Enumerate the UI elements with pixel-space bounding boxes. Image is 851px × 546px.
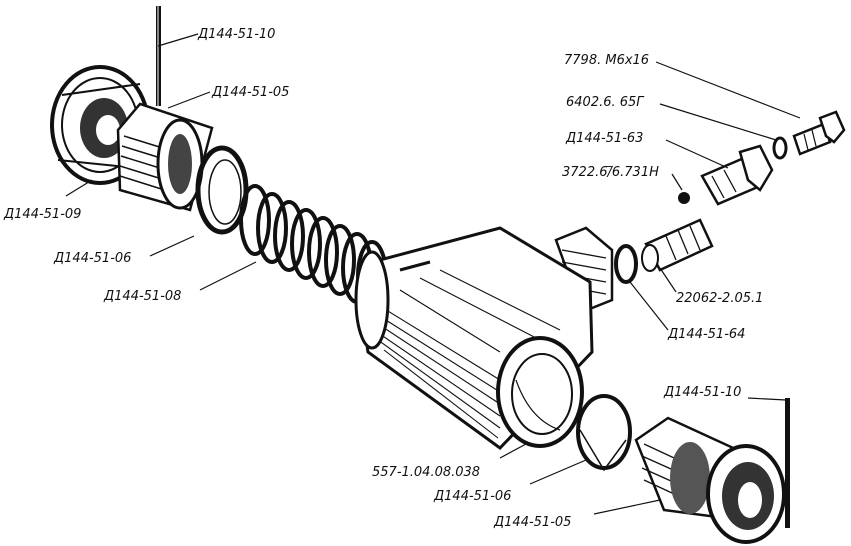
label-spring: Д144-51-08 <box>103 289 181 304</box>
fitting <box>641 218 714 272</box>
label-bolt: 7798. М6х16 <box>564 53 649 68</box>
label-bottom-ring: Д144-51-06 <box>433 489 511 504</box>
bolt <box>792 110 846 156</box>
housing <box>354 226 614 450</box>
label-fitting: 22062-2.05.1 <box>676 291 763 306</box>
label-bottom-bushing: Д144-51-05 <box>493 515 571 530</box>
upper-ring <box>195 145 249 235</box>
part-labels: Д144-51-10 Д144-51-05 Д144-51-09 Д144-51… <box>3 27 763 530</box>
ball <box>678 192 690 204</box>
label-spring-washer: 6402.6. 65Г <box>566 95 645 110</box>
label-ball: 3722.6/̅6.731Н <box>562 165 659 180</box>
seal-ring <box>614 244 638 284</box>
label-top-cap: Д144-51-09 <box>3 207 81 222</box>
lower-ring <box>576 394 632 472</box>
lower-end-cap <box>706 444 786 544</box>
upper-rod <box>156 6 161 106</box>
label-seal-ring: Д144-51-64 <box>667 327 745 342</box>
label-top-rod: Д144-51-10 <box>197 27 275 42</box>
upper-end-cap <box>50 65 150 185</box>
leader-lines <box>65 33 801 515</box>
screw <box>700 144 774 206</box>
label-housing: 557-1.04.08.038 <box>372 465 480 480</box>
label-top-bushing: Д144-51-05 <box>211 85 289 100</box>
spring-washer <box>772 136 788 160</box>
label-screw: Д144-51-63 <box>565 131 643 146</box>
upper-bushing <box>116 102 214 212</box>
spring <box>239 184 388 312</box>
label-top-ring: Д144-51-06 <box>53 251 131 266</box>
lower-rod <box>785 398 790 528</box>
label-bottom-rod: Д144-51-10 <box>663 385 741 400</box>
